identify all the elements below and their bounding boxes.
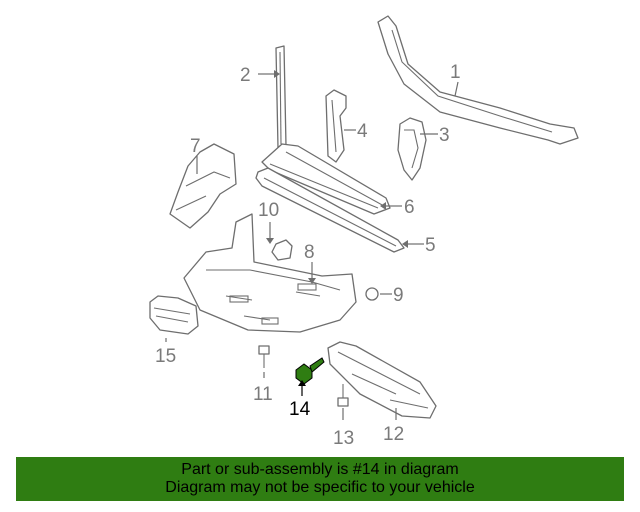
callout-6[interactable]: 6 xyxy=(404,197,415,218)
callout-9[interactable]: 9 xyxy=(393,285,404,306)
part-10-fastener: 10 xyxy=(258,200,293,261)
part-2-vertical-bracket: 2 xyxy=(240,45,287,149)
callout-7[interactable]: 7 xyxy=(190,136,201,157)
callout-5[interactable]: 5 xyxy=(425,235,436,256)
part-9-clip: 9 xyxy=(365,285,404,306)
callout-14[interactable]: 14 xyxy=(289,399,311,420)
callout-13[interactable]: 13 xyxy=(333,428,354,449)
banner-line-2: Diagram may not be specific to your vehi… xyxy=(165,479,475,496)
callout-11[interactable]: 11 xyxy=(253,384,273,405)
part-8-splash-shield: 8 xyxy=(183,213,357,333)
callout-4[interactable]: 4 xyxy=(357,121,368,142)
banner-line-1: Part or sub-assembly is #14 in diagram xyxy=(181,461,459,478)
callout-3[interactable]: 3 xyxy=(439,125,450,146)
part-6-crossmember: 6 xyxy=(261,143,415,218)
parts-diagram: 1 2 4 3 6 5 xyxy=(149,15,579,449)
part-12-deflector: 12 xyxy=(327,341,437,445)
part-7-side-shield: 7 xyxy=(169,136,237,229)
callout-8[interactable]: 8 xyxy=(304,242,315,263)
callout-15[interactable]: 15 xyxy=(155,346,176,367)
callout-2[interactable]: 2 xyxy=(240,65,251,86)
part-3-bracket: 3 xyxy=(397,117,450,181)
part-5-lower-bar: 5 xyxy=(255,167,436,256)
part-1-upper-support: 1 xyxy=(377,15,579,145)
part-13-bolt: 13 xyxy=(333,384,354,449)
part-11-bolt: 11 xyxy=(253,345,273,405)
part-4-bracket: 4 xyxy=(325,89,368,163)
callout-1[interactable]: 1 xyxy=(450,62,461,83)
callout-12[interactable]: 12 xyxy=(383,424,404,445)
part-15-module: 15 xyxy=(149,295,199,367)
highlight-banner: Part or sub-assembly is #14 in diagram D… xyxy=(16,457,624,501)
part-14-bolt-highlighted: 14 xyxy=(289,357,325,420)
callout-10[interactable]: 10 xyxy=(258,200,279,221)
